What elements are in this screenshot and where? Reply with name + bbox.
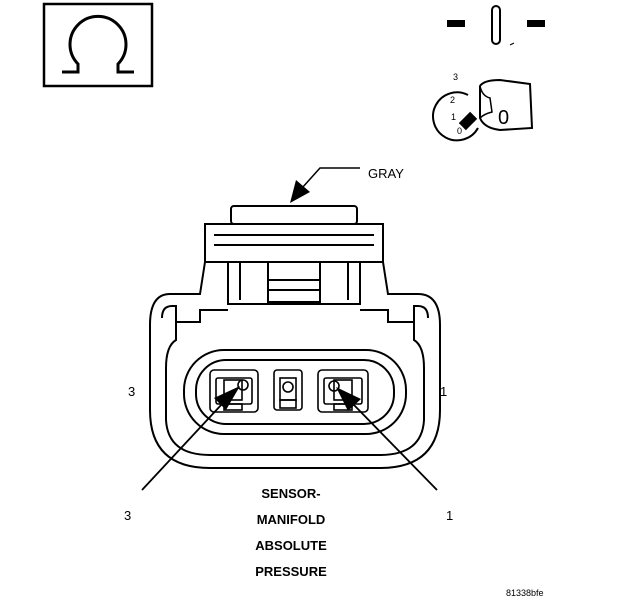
leader-label-right: 1 <box>446 508 453 523</box>
color-label: GRAY <box>368 166 404 181</box>
color-callout: GRAY <box>290 166 404 203</box>
leader-arrow-pin-3 <box>141 386 240 491</box>
pin-label-right: 1 <box>440 384 447 399</box>
terminal-cavity-1 <box>317 369 369 413</box>
component-name-line-2: MANIFOLD <box>257 512 326 527</box>
terminal-cavity-3 <box>209 369 259 413</box>
connector-housing <box>149 205 441 469</box>
ignition-off-indicator-icon <box>447 5 545 46</box>
leader-label-left: 3 <box>124 508 131 523</box>
component-name: SENSOR- MANIFOLD ABSOLUTE PRESSURE <box>255 486 327 579</box>
ignition-key-icon: 0 3 2 1 0 <box>432 72 534 142</box>
figure-id: 81338bfe <box>506 588 544 598</box>
component-name-line-4: PRESSURE <box>255 564 327 579</box>
pin-label-left: 3 <box>128 384 135 399</box>
ignition-pos-1: 1 <box>451 112 456 122</box>
ignition-pos-0: 0 <box>457 126 462 136</box>
ignition-pos-2: 2 <box>450 95 455 105</box>
terminal-cavity-2 <box>273 369 303 411</box>
ohmmeter-icon <box>42 2 154 88</box>
component-name-line-1: SENSOR- <box>261 486 320 501</box>
ignition-pos-3: 3 <box>453 72 458 82</box>
component-name-line-3: ABSOLUTE <box>255 538 327 553</box>
ignition-key-mark: 0 <box>498 107 509 129</box>
leader-arrow-pin-1 <box>336 387 438 491</box>
